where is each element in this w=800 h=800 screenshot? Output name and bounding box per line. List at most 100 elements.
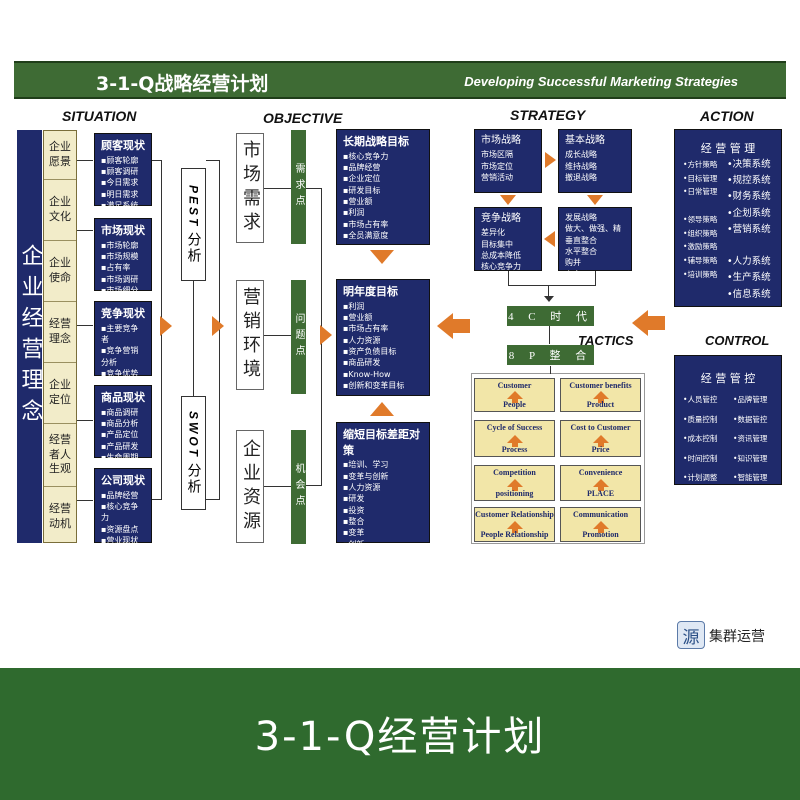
control-item: •智能管理 <box>733 473 768 482</box>
header-objective: OBJECTIVE <box>263 110 343 126</box>
arrow-up-icon <box>592 520 609 533</box>
box-item: 营销活动 <box>481 172 513 182</box>
objective-box-gap: 缩短目标差距对策 ▪培训、学习 ▪变革与创新 ▪人力资源 ▪研发 ▪投资 ▪整合… <box>336 422 430 560</box>
header-control: CONTROL <box>705 333 770 348</box>
action-left-list: •方针策略 •目标管理 •日常管理 •领导策略 •组织策略 •激励策略 •辅导策… <box>683 158 717 281</box>
box-item: 撤退战略 <box>565 172 597 182</box>
philosophy-cell: 企业文化 <box>44 180 76 241</box>
situation-box-product: 商品现状 ▪商品调研 ▪商品分析 ▪产品定位 ▪产品研发 ▪生命周期 <box>94 385 152 462</box>
box-item: ▪人力资源 <box>343 335 381 345</box>
control-item: •品牌管理 <box>733 395 768 404</box>
box-item: ▪占有率 <box>101 263 131 273</box>
arrow-up-icon <box>506 479 523 491</box>
box-item: 市场定位 <box>481 161 513 171</box>
watermark-text: 集群运营 <box>709 629 765 645</box>
arrow-up-icon <box>592 391 609 403</box>
connector-line <box>77 160 93 161</box>
situation-box-competition: 竞争现状 ▪主要竞争者 ▪竞争营销分析 ▪竞争优势 ▪竞争手段 <box>94 301 152 389</box>
arrow-right-icon <box>320 325 332 345</box>
situation-box-customer: 顾客现状 ▪顾客轮廓 ▪顾客调研 ▪今日需求 ▪明日需求 ▪满足系统 <box>94 133 152 210</box>
eight-p-strip: 8 P 整 合 <box>507 345 594 365</box>
philosophy-cell: 企业愿景 <box>44 131 76 180</box>
control-item: •资讯管理 <box>733 434 768 443</box>
box-item: ▪Know-How <box>343 369 391 379</box>
banner-title-en: Developing Successful Marketing Strategi… <box>464 74 738 89</box>
philosophy-cell: 经营者人生观 <box>44 424 76 487</box>
arrow-left-shaft <box>647 316 665 330</box>
connector-line <box>193 281 194 396</box>
box-item: ▪资产负债目标 <box>343 347 397 357</box>
arrow-left-icon <box>544 231 555 247</box>
box-title: 市场现状 <box>101 224 145 237</box>
control-box: 经 营 管 控 •人员管控 •质量控制 •成本控制 •时间控制 •计划调整 •品… <box>674 355 782 485</box>
action-item: •人力系统 <box>727 256 771 268</box>
arrow-up-icon <box>506 391 523 403</box>
arrow-up-icon <box>506 434 523 447</box>
control-item: •数据管控 <box>733 414 768 424</box>
control-left-list: •人员管控 •质量控制 •成本控制 •时间控制 •计划调整 <box>683 390 717 488</box>
strategy-box-development: 发展战略 做大、做强、精 垂直整合 水平整合 购并 上市 <box>558 207 632 279</box>
philosophy-bar: 企业经营理念 <box>17 130 43 543</box>
action-item <box>683 199 717 213</box>
box-title: 缩短目标差距对策 <box>343 428 420 457</box>
connector-line <box>77 420 93 421</box>
box-item: ▪核心竞争力 <box>101 501 139 523</box>
box-item: ▪产品定位 <box>101 430 139 440</box>
arrow-up-icon <box>370 402 394 416</box>
box-item: ▪整合 <box>343 517 365 527</box>
header-situation: SITUATION <box>62 108 137 124</box>
box-title: 长期战略目标 <box>343 135 409 148</box>
action-item: •目标管理 <box>683 173 718 183</box>
swot-label: SWOT 分析 <box>181 396 206 510</box>
action-item: •激励策略 <box>683 242 718 252</box>
connector-line <box>550 366 551 374</box>
pest-label: PEST 分析 <box>181 168 206 281</box>
action-item: •培训策略 <box>683 269 718 279</box>
box-item: ▪外脑 <box>343 551 365 561</box>
action-item: •企划系统 <box>727 207 771 219</box>
box-title: 明年度目标 <box>343 285 398 298</box>
box-item: ▪研发目标 <box>343 185 381 195</box>
box-item: ▪核心竞争力 <box>343 151 389 161</box>
box-title: 竞争现状 <box>101 307 145 320</box>
box-item: ▪生命周期 <box>101 547 139 557</box>
box-item: ▪顾客轮廓 <box>101 155 139 165</box>
box-item: ▪人力资源 <box>343 482 381 492</box>
four-c-strip: 4 C 时 代 <box>507 306 594 326</box>
objective-label-resources: 企业资源 <box>236 430 264 543</box>
green-label-problem: 问题点 <box>291 280 306 394</box>
box-title: 市场战略 <box>481 135 521 146</box>
objective-label-environment: 营销环境 <box>236 280 264 390</box>
box-title: 商品现状 <box>101 391 145 404</box>
box-item: ▪生命周期 <box>101 453 139 463</box>
box-title: 基本战略 <box>565 135 605 146</box>
control-right-list: •品牌管理 •数据管控 •资讯管理 •知识管理 •智能管理 <box>733 390 767 488</box>
connector-line <box>548 285 549 297</box>
box-item: ▪市场规模 <box>101 251 139 261</box>
philosophy-cell: 经营理念 <box>44 302 76 363</box>
action-item: •生产系统 <box>727 272 771 284</box>
arrow-left-shaft <box>452 319 470 333</box>
arrow-up-icon <box>592 479 609 491</box>
objective-label-demand: 市场需求 <box>236 133 264 243</box>
action-right-list: •决策系统 •规控系统 •财务系统 •企划系统 •营销系统 •人力系统 •生产系… <box>727 157 771 303</box>
bottom-title: 3-1-Q经营计划 <box>254 714 546 760</box>
connector-line <box>264 188 291 189</box>
arrow-up-icon <box>506 520 523 533</box>
box-item: ▪创新和变革目标 <box>343 381 405 391</box>
box-item: ▪今日需求 <box>101 178 139 188</box>
box-item: 购并 <box>565 258 581 268</box>
box-item: ▪全员满意度 <box>343 231 389 241</box>
box-item: 总成本降低 <box>481 250 521 260</box>
box-item: 上市 <box>565 269 581 279</box>
box-item: ▪资源盘点 <box>101 524 139 534</box>
connector-line <box>77 230 93 231</box>
box-item: ▪企业定位 <box>343 174 381 184</box>
box-item: 维持战略 <box>565 161 597 171</box>
box-item: ▪变革 <box>343 528 365 538</box>
arrow-left-icon <box>632 310 648 336</box>
